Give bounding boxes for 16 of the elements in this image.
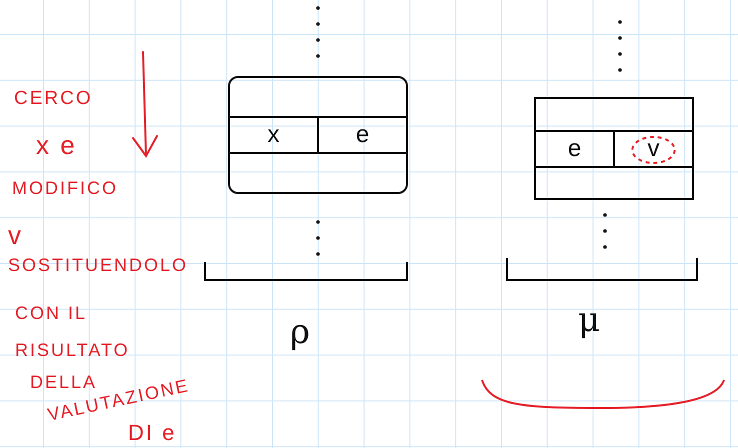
cell-text: x — [268, 121, 280, 149]
cell-text: e — [568, 134, 582, 162]
table-box — [228, 76, 408, 194]
handwritten-note: CERCO — [14, 88, 93, 110]
handwritten-note: CON IL — [15, 303, 88, 324]
cell-text: v — [648, 134, 660, 162]
handwritten-note: RISULTATO — [15, 340, 130, 361]
handwritten-note: x e — [36, 130, 77, 161]
cell-text: e — [356, 121, 370, 149]
handwritten-note: v — [8, 220, 23, 251]
handwritten-note: SOSTITUENDOLO — [8, 255, 188, 276]
handwritten-note: MODIFICO — [12, 178, 118, 199]
table-box — [534, 97, 694, 200]
symbol-label: μ — [578, 300, 600, 340]
symbol-label: ρ — [290, 312, 310, 352]
handwritten-note: DI e — [128, 420, 176, 446]
